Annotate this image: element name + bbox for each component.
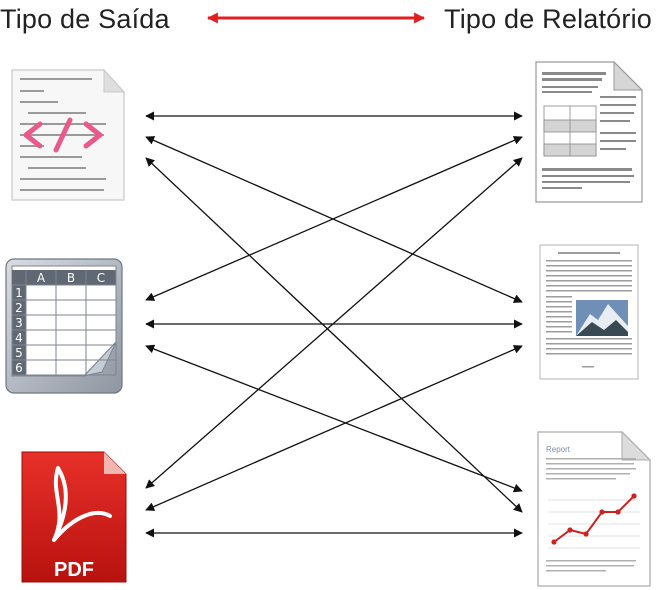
chart-report-title: Report [546,445,571,454]
sheet-row-label: 4 [15,331,23,345]
sheet-column-label: C [97,271,105,285]
sheet-column-label: B [67,271,75,285]
sheet-row-label: 5 [15,346,23,360]
arrow-pdf-text [145,157,523,489]
connection-arrows [145,111,523,538]
arrow-xml-chart [145,157,523,513]
sheet-row-label: 6 [15,361,23,375]
text-document-icon [535,60,644,203]
sheet-column-label: A [37,271,46,285]
output-type-title: Tipo de Saída [0,4,170,34]
arrow-pdf-image [145,345,523,511]
report-type-title: Tipo de Relatório [444,4,653,34]
sheet-row-label: 2 [15,301,23,315]
sheet-row-label: 3 [15,316,23,330]
pdf-file-icon: PDF [21,451,127,583]
pdf-label: PDF [54,559,94,581]
chart-document-icon: Report [537,430,652,587]
sheet-row-label: 1 [15,286,23,300]
arrow-sheet-chart [145,344,523,493]
xml-file-icon [11,68,126,201]
image-document-icon [539,244,639,380]
